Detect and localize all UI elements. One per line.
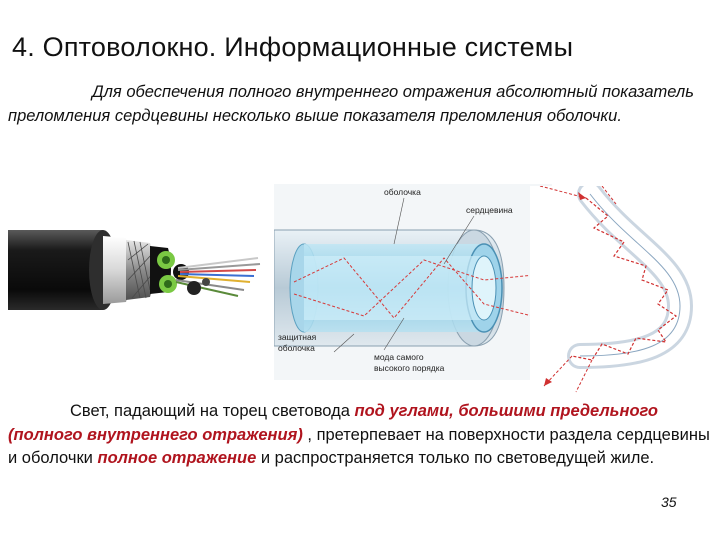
label-mode-line2: высокого порядка (374, 363, 445, 373)
slide-title: 4. Оптоволокно. Информационные системы (12, 32, 574, 62)
label-protective-line2: оболочка (278, 343, 315, 353)
emphasis-critical-angle: под углами, большими предельного (полног… (8, 402, 659, 444)
body-text-3: и распространяется только по световедуще… (256, 449, 655, 467)
emphasis-total-reflection: полное отражение (97, 449, 257, 467)
fiber-optic-cable-illustration (8, 210, 270, 332)
fiber-structure-diagram: оболочка сердцевина защитная оболочка мо… (274, 184, 552, 380)
label-mode-line1: мода самого (374, 352, 424, 362)
body-text-2: , претерпевает на поверхности раздела се… (8, 425, 710, 468)
label-protective-line1: защитная (278, 332, 317, 342)
page-number: 35 (661, 494, 677, 510)
label-cladding: оболочка (384, 187, 421, 197)
body-paragraph: Свет, падающий на торец световода под уг… (8, 400, 713, 471)
intro-paragraph: Для обеспечения полного внутреннего отра… (8, 83, 694, 125)
curved-fiber-reflection-illustration (530, 186, 720, 394)
body-text-1: Свет, падающий на торец световода (70, 402, 355, 420)
label-core: сердцевина (466, 205, 513, 215)
